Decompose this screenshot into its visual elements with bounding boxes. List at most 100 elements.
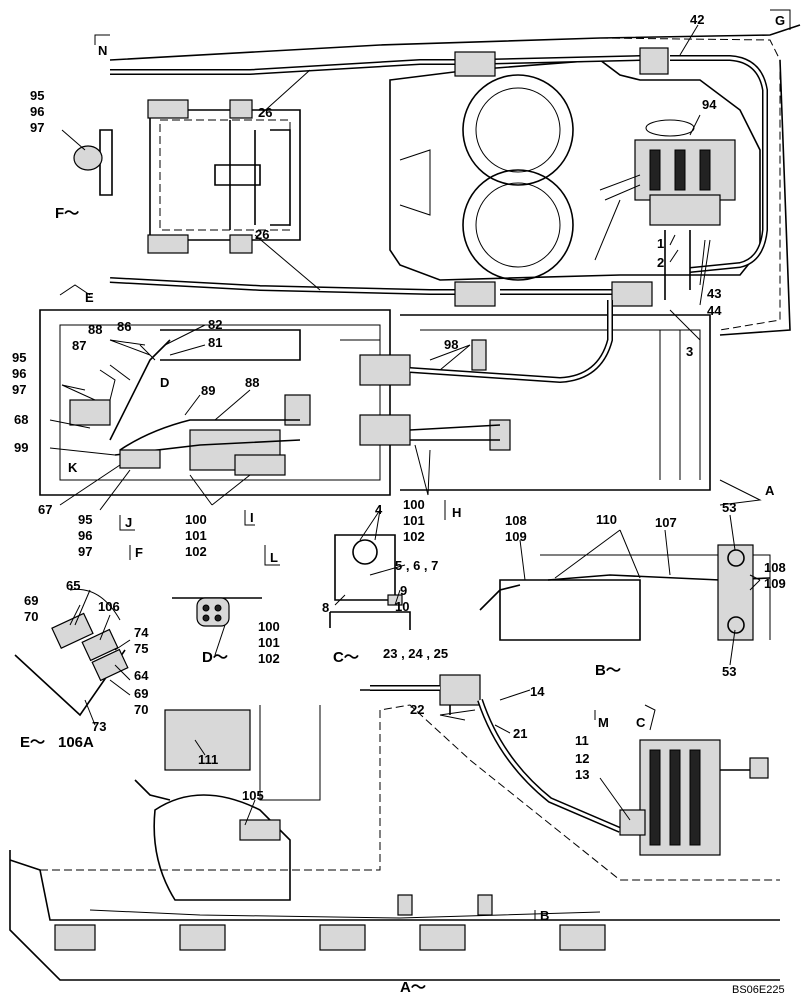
callout-3: 3: [686, 344, 693, 359]
callout-88: 88: [245, 375, 259, 390]
callout-108: 108: [505, 513, 527, 528]
hose-26-lower: [109, 277, 620, 295]
callout-70: 70: [24, 609, 38, 624]
view-b: [479, 544, 771, 641]
callout-110: 110: [596, 512, 617, 527]
callout-95: 95: [30, 88, 44, 103]
hose-fitting: [454, 281, 496, 307]
hose-fitting: [454, 51, 496, 77]
callout-64: 64: [134, 668, 149, 683]
upper-frame: [109, 24, 801, 336]
callout-89: 89: [201, 383, 215, 398]
hose-fitting: [611, 281, 653, 307]
callout-97: 97: [30, 120, 44, 135]
callout-95: 95: [12, 350, 26, 365]
view-marker-label: J: [125, 515, 132, 530]
callout-100: 100: [185, 512, 207, 527]
callout-99: 99: [14, 440, 28, 455]
view-e-bracket: [14, 588, 129, 717]
callout-1: 1: [657, 236, 664, 251]
callout-97: 97: [78, 544, 92, 559]
callout-9: 9: [400, 583, 407, 598]
callout-53: 53: [722, 664, 736, 679]
view-marker-label: L: [270, 550, 278, 565]
caption-view-a: A～: [400, 979, 426, 996]
callout-23-24-25: 23 , 24 , 25: [383, 646, 448, 661]
callout-100: 100: [403, 497, 425, 512]
view-marker-label: N: [98, 43, 107, 58]
hose-26-upper: [110, 55, 641, 75]
callout-106: 106: [98, 599, 120, 614]
callout-73: 73: [92, 719, 106, 734]
callout-22: 22: [410, 702, 424, 717]
drawing-code: BS06E225: [732, 984, 785, 996]
callout-5-6-7: 5 , 6 , 7: [395, 558, 438, 573]
callout-74: 74: [134, 625, 149, 640]
callout-108: 108: [764, 560, 786, 575]
control-valve-94: [594, 119, 736, 300]
callout-75: 75: [134, 641, 148, 656]
callout-42: 42: [690, 12, 704, 27]
callout-106a: 106A: [58, 734, 94, 751]
view-c-bracket: [329, 534, 411, 630]
caption-view-c: C～: [333, 649, 359, 666]
callout-82: 82: [208, 317, 222, 332]
callout-13: 13: [575, 767, 589, 782]
view-marker-label: B: [540, 908, 549, 923]
callout-105: 105: [242, 788, 264, 803]
caption-view-e: E～: [20, 734, 45, 751]
view-marker-label: M: [598, 715, 609, 730]
view-f-part: [73, 129, 113, 196]
callout-109: 109: [764, 576, 786, 591]
view-a: [9, 674, 780, 981]
view-marker-label: C: [636, 715, 646, 730]
view-marker-label: F: [135, 545, 143, 560]
callout-87: 87: [72, 338, 86, 353]
callout-81: 81: [208, 335, 222, 350]
callout-2: 2: [657, 255, 664, 270]
callout-8: 8: [322, 600, 329, 615]
view-marker-label: E: [85, 290, 94, 305]
callout-107: 107: [655, 515, 677, 530]
callout-21: 21: [513, 726, 527, 741]
callout-96: 96: [30, 104, 44, 119]
view-marker-label: I: [250, 510, 254, 525]
view-d-connector: [172, 597, 262, 627]
callout-100: 100: [258, 619, 280, 634]
view-marker-e: [59, 284, 91, 296]
callout-96: 96: [12, 366, 26, 381]
callout-26: 26: [255, 227, 269, 242]
callout-26: 26: [258, 105, 272, 120]
callout-109: 109: [505, 529, 527, 544]
hose-fitting: [639, 47, 669, 75]
center-valves: [359, 300, 711, 491]
part-111-block: [164, 709, 251, 771]
caption-view-f: F～: [55, 205, 79, 222]
view-marker-label: G: [775, 13, 785, 28]
callout-86: 86: [117, 319, 131, 334]
callout-4: 4: [375, 502, 383, 517]
callout-97: 97: [12, 382, 26, 397]
callout-111: 111: [198, 752, 218, 767]
callout-43: 43: [707, 286, 721, 301]
callout-98: 98: [444, 337, 458, 352]
callout-65: 65: [66, 578, 80, 593]
callout-70: 70: [134, 702, 148, 717]
view-marker-n: [94, 34, 110, 45]
callout-95: 95: [78, 512, 92, 527]
callout-68: 68: [14, 412, 28, 427]
callout-94: 94: [702, 97, 717, 112]
callout-10: 10: [395, 599, 409, 614]
callout-102: 102: [403, 529, 425, 544]
callout-101: 101: [185, 528, 207, 543]
callout-88: 88: [88, 322, 102, 337]
callout-101: 101: [403, 513, 425, 528]
callout-101: 101: [258, 635, 280, 650]
callout-69: 69: [134, 686, 148, 701]
callout-96: 96: [78, 528, 92, 543]
callout-44: 44: [707, 303, 722, 318]
caption-view-d: D～: [202, 649, 228, 666]
callout-69: 69: [24, 593, 38, 608]
